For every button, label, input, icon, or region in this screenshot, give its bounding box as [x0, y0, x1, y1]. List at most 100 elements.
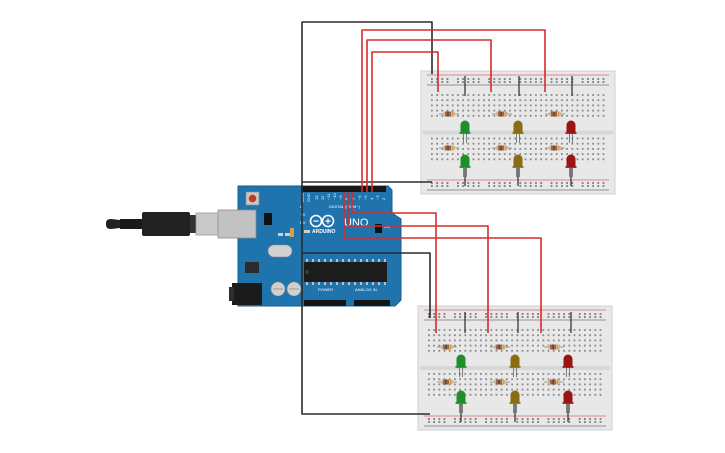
terminal-hole: [589, 334, 591, 337]
led[interactable]: [459, 120, 471, 144]
terminal-hole: [516, 329, 519, 331]
signal-wire-yellow-bottom[interactable]: [347, 192, 489, 333]
terminal-hole: [511, 329, 513, 331]
led[interactable]: [509, 354, 521, 378]
rail-hole: [584, 421, 586, 423]
terminal-hole: [526, 373, 529, 375]
terminal-hole: [488, 158, 490, 161]
resistor[interactable]: [544, 344, 564, 350]
terminal-hole: [477, 137, 480, 140]
led[interactable]: [562, 390, 574, 414]
analog-pin-header[interactable]: [354, 300, 390, 306]
terminal-hole: [454, 388, 456, 391]
terminal-hole: [511, 339, 513, 342]
terminal-hole: [485, 329, 487, 331]
terminal-hole: [573, 344, 576, 347]
signal-wire-red-bottom[interactable]: [343, 192, 542, 333]
terminal-hole: [514, 104, 516, 107]
terminal-hole: [459, 329, 461, 331]
resistor[interactable]: [492, 111, 512, 117]
dc-barrel-jack-icon[interactable]: [232, 283, 262, 305]
led[interactable]: [565, 120, 577, 144]
led[interactable]: [455, 390, 467, 414]
terminal-hole: [552, 349, 555, 352]
terminal-hole: [472, 94, 475, 96]
terminal-hole: [514, 94, 516, 96]
signal-wire-red-top[interactable]: [361, 29, 546, 192]
resistor[interactable]: [490, 344, 510, 350]
resistor[interactable]: [492, 145, 512, 151]
terminal-hole: [443, 339, 446, 342]
led[interactable]: [459, 154, 471, 178]
terminal-hole: [469, 344, 472, 347]
rail-hole: [516, 421, 519, 423]
led[interactable]: [562, 354, 574, 378]
terminal-hole: [436, 148, 438, 150]
terminal-hole: [524, 99, 527, 102]
rail-hole: [521, 421, 524, 423]
terminal-hole: [477, 153, 480, 155]
power-label: POWER: [318, 287, 333, 292]
led[interactable]: [512, 154, 524, 178]
rail-hole: [467, 81, 470, 83]
resistor-body: [443, 145, 455, 151]
terminal-hole: [581, 99, 584, 102]
rail-hole: [535, 182, 537, 184]
digital-label: DIGITAL (PWM~): [329, 204, 361, 209]
terminal-hole: [571, 142, 574, 145]
terminal-hole: [443, 378, 446, 381]
signal-wire-green-top[interactable]: [371, 51, 439, 192]
terminal-hole: [459, 334, 461, 337]
terminal-hole: [436, 142, 438, 145]
terminal-hole: [592, 142, 594, 145]
rail-hole: [462, 182, 464, 184]
led[interactable]: [455, 354, 467, 378]
ground-wire-bottom-top-rail[interactable]: [302, 252, 431, 318]
terminal-hole: [488, 153, 490, 155]
terminal-hole: [480, 329, 482, 331]
resistor[interactable]: [437, 379, 457, 385]
terminal-hole: [521, 388, 524, 391]
terminal-hole: [547, 349, 550, 352]
resistor[interactable]: [439, 145, 459, 151]
terminal-hole: [519, 109, 522, 112]
terminal-hole: [561, 99, 563, 102]
terminal-hole: [509, 104, 511, 107]
power-pin-header[interactable]: [304, 300, 346, 306]
terminal-hole: [511, 383, 513, 386]
ground-wire-top-rail[interactable]: [301, 21, 433, 187]
rail-hole: [592, 81, 594, 83]
signal-wire-green-bottom[interactable]: [351, 192, 437, 333]
rail-hole: [550, 185, 553, 187]
terminal-hole: [599, 393, 602, 396]
terminal-hole: [474, 388, 477, 391]
led[interactable]: [509, 390, 521, 414]
terminal-hole: [581, 148, 584, 150]
terminal-hole: [535, 109, 537, 112]
terminal-hole: [506, 334, 508, 337]
rail-hole: [454, 313, 456, 315]
digital-pin-header[interactable]: [301, 186, 386, 192]
resistor[interactable]: [437, 344, 457, 350]
usb-b-cable-icon[interactable]: [106, 212, 221, 236]
terminal-hole: [485, 378, 487, 381]
resistor[interactable]: [544, 379, 564, 385]
terminal-hole: [490, 349, 493, 352]
led[interactable]: [512, 120, 524, 144]
resistor[interactable]: [545, 111, 565, 117]
resistor[interactable]: [545, 145, 565, 151]
resistor[interactable]: [490, 379, 510, 385]
terminal-hole: [592, 109, 594, 112]
rail-hole: [485, 316, 487, 318]
signal-wire-yellow-top[interactable]: [366, 39, 492, 192]
rail-hole: [477, 185, 480, 187]
rail-hole: [490, 421, 493, 423]
terminal-hole: [529, 137, 532, 140]
ground-wire-bottom-rail[interactable]: [301, 187, 430, 415]
terminal-hole: [584, 339, 586, 342]
terminal-hole: [571, 109, 574, 112]
terminal-hole: [587, 153, 589, 155]
led[interactable]: [565, 154, 577, 178]
resistor[interactable]: [439, 111, 459, 117]
rail-hole: [599, 418, 602, 420]
